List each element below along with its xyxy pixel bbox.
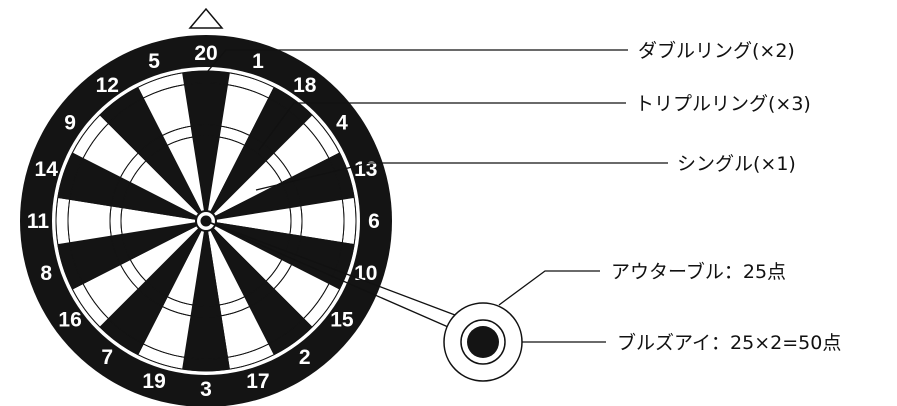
segment-number: 16 xyxy=(58,309,81,332)
bull-zoom-bullseye xyxy=(467,326,499,358)
outer-single-segment xyxy=(184,83,227,126)
segment-number: 13 xyxy=(354,158,377,181)
segment-number: 6 xyxy=(368,210,380,233)
triple-ring-segment xyxy=(191,125,221,137)
outer-single-segment xyxy=(68,199,111,242)
segment-number: 4 xyxy=(336,111,348,134)
triple-ring-segment xyxy=(290,206,302,236)
segment-number: 1 xyxy=(252,50,264,73)
segment-number: 7 xyxy=(101,346,113,369)
segment-number: 3 xyxy=(200,378,212,401)
segment-number: 11 xyxy=(27,210,50,233)
segment-number: 18 xyxy=(293,74,317,97)
label-single: シングル(×1) xyxy=(677,153,796,175)
label-outer-bull: アウターブル：25点 xyxy=(611,260,786,283)
segment-number: 12 xyxy=(96,74,119,97)
segment-number: 8 xyxy=(40,262,52,285)
label-bullseye: ブルズアイ：25×2=50点 xyxy=(617,331,841,354)
triple-ring-segment xyxy=(110,206,122,236)
outer-bull-leader xyxy=(499,271,600,305)
segment-number: 19 xyxy=(142,370,165,393)
hanger-triangle xyxy=(190,9,222,28)
segment-number: 14 xyxy=(35,158,59,181)
label-triple-ring: トリプルリング(×3) xyxy=(635,93,811,115)
outer-single-segment xyxy=(184,316,227,359)
triple-ring-segment xyxy=(191,305,221,317)
segment-number: 5 xyxy=(148,50,160,73)
segment-number: 2 xyxy=(299,346,311,369)
label-double-ring: ダブルリング(×2) xyxy=(638,39,795,62)
segment-number: 20 xyxy=(194,42,217,65)
outer-single-segment xyxy=(301,199,344,242)
segment-number: 9 xyxy=(64,111,76,134)
segment-number: 17 xyxy=(246,370,269,393)
segment-number: 15 xyxy=(330,309,354,332)
